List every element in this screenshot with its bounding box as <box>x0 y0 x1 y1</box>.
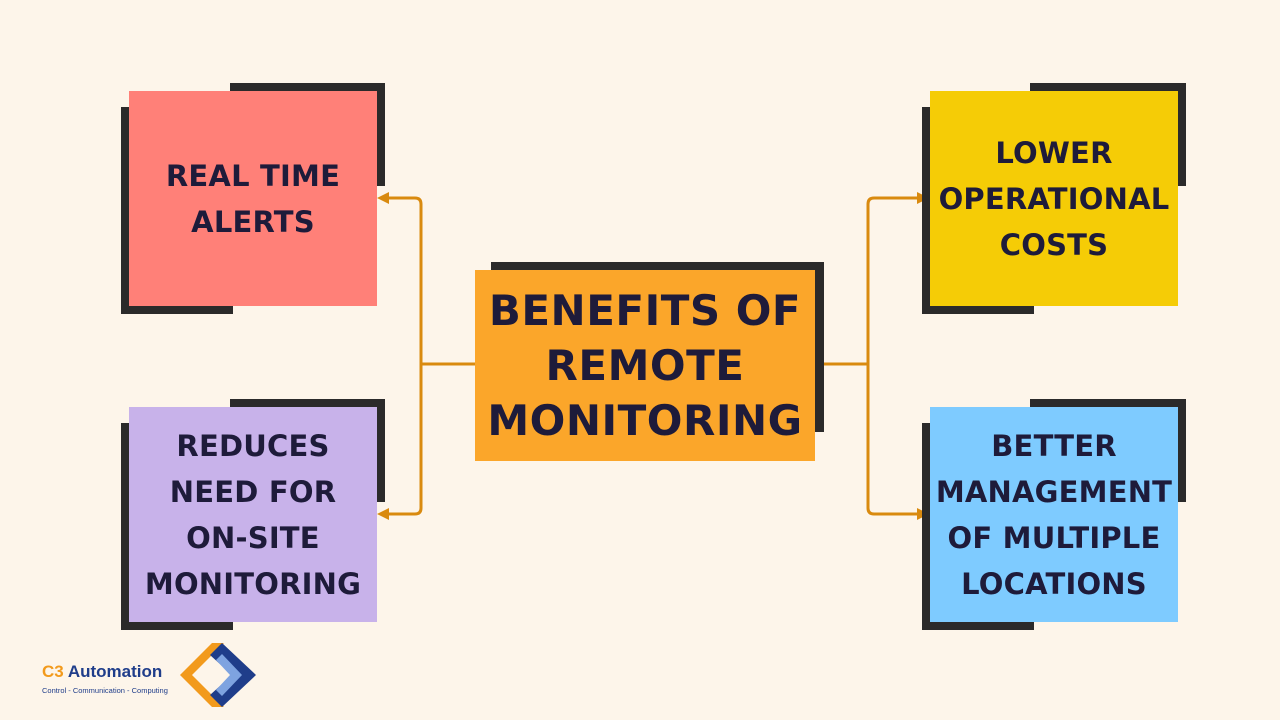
node-lower-costs: LOWER OPERATIONAL COSTS <box>930 91 1178 306</box>
connector-to-reduces-onsite <box>388 364 423 516</box>
logo-tagline: Control - Communication - Computing <box>42 686 168 695</box>
node-real-time-alerts: REAL TIME ALERTS <box>129 91 377 306</box>
node-better-management: BETTER MANAGEMENT OF MULTIPLE LOCATIONS <box>930 407 1178 622</box>
arrowhead-reduces-onsite <box>377 508 389 520</box>
connector-to-real-time-alerts <box>388 196 423 364</box>
arrowhead-real-time-alerts <box>377 192 389 204</box>
company-logo: C3 Automation Control - Communication - … <box>40 640 270 710</box>
node-label: REAL TIME ALERTS <box>165 158 341 239</box>
connector-to-better-management <box>866 364 918 516</box>
logo-name: C3 Automation <box>42 662 163 681</box>
node-label: LOWER OPERATIONAL COSTS <box>938 135 1170 262</box>
node-label: REDUCES NEED FOR ON-SITE MONITORING <box>144 428 362 601</box>
node-reduces-onsite: REDUCES NEED FOR ON-SITE MONITORING <box>129 407 377 622</box>
connector-to-lower-costs <box>866 196 918 364</box>
center-label: BENEFITS OF REMOTE MONITORING <box>487 286 803 445</box>
logo-mark-icon <box>180 643 256 707</box>
node-label: BETTER MANAGEMENT OF MULTIPLE LOCATIONS <box>935 428 1173 601</box>
center-node: BENEFITS OF REMOTE MONITORING <box>475 270 815 461</box>
